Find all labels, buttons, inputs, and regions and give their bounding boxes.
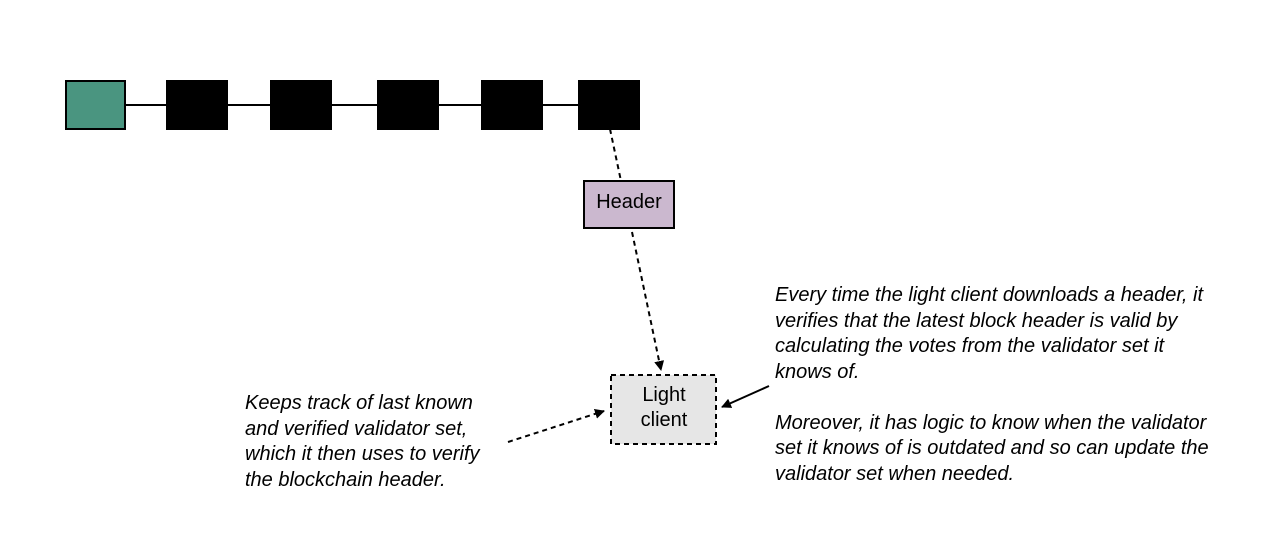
note-line: and verified validator set, xyxy=(245,417,468,440)
light-client-node xyxy=(610,374,717,445)
note-line: Moreover, it has logic to know when the … xyxy=(775,411,1207,434)
chain-block xyxy=(270,80,332,130)
note-line: verifies that the latest block header is… xyxy=(775,309,1178,332)
note-line: set it knows of is outdated and so can u… xyxy=(775,437,1209,459)
note-line: calculating the votes from the validator… xyxy=(775,335,1165,357)
header-to-light-client-arrow xyxy=(631,231,665,371)
note-line: Keeps track of last known xyxy=(245,392,473,414)
block-to-header-connector xyxy=(609,128,622,182)
header-verification-note: Every time the light client downloads a … xyxy=(775,283,1255,487)
note-line: the blockchain header. xyxy=(245,468,446,491)
light-client-label-line1: Light xyxy=(642,384,686,406)
validator-tracking-note: Keeps track of last known and verified v… xyxy=(245,391,515,493)
light-client-label-line2: client xyxy=(641,409,688,431)
right-note-arrow xyxy=(721,385,770,408)
chain-block xyxy=(166,80,228,130)
header-node-label: Header xyxy=(596,191,662,213)
left-note-arrow xyxy=(507,409,605,443)
header-node xyxy=(583,180,675,229)
note-line: which it then uses to verify xyxy=(245,443,480,465)
genesis-block xyxy=(65,80,126,130)
note-line: knows of. xyxy=(775,360,860,383)
note-line: Every time the light client downloads a … xyxy=(775,284,1204,306)
latest-block xyxy=(578,80,640,130)
chain-block xyxy=(481,80,543,130)
chain-block xyxy=(377,80,439,130)
note-line: validator set when needed. xyxy=(775,462,1015,485)
paragraph-gap xyxy=(775,385,1255,411)
